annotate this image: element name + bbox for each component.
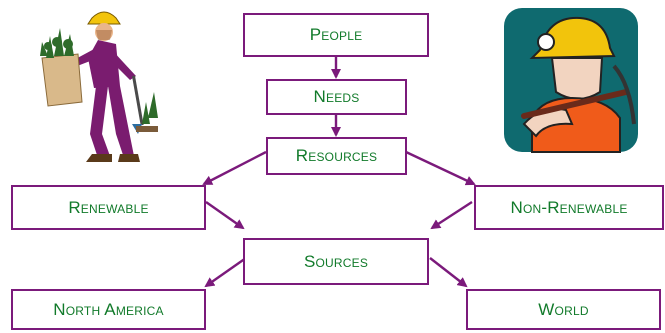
arrow-sources-world	[429, 257, 468, 288]
arrow-nonrenewable-sources	[430, 200, 473, 230]
node-non-renewable: Non-Renewable	[474, 185, 664, 230]
node-renewable: Renewable	[11, 185, 206, 230]
node-world: World	[466, 289, 661, 330]
node-resources: Resources	[266, 137, 407, 175]
node-people: People	[243, 13, 429, 57]
miner-clipart	[504, 8, 638, 153]
node-sources: Sources	[243, 238, 429, 285]
arrow-resources-renewable	[202, 150, 267, 186]
arrow-sources-northamerica	[204, 257, 247, 288]
arrow-resources-nonrenewable	[405, 150, 476, 186]
node-needs: Needs	[266, 79, 407, 115]
node-north-america: North America	[11, 289, 206, 330]
planter-clipart	[40, 11, 158, 162]
arrow-renewable-sources	[205, 201, 245, 230]
